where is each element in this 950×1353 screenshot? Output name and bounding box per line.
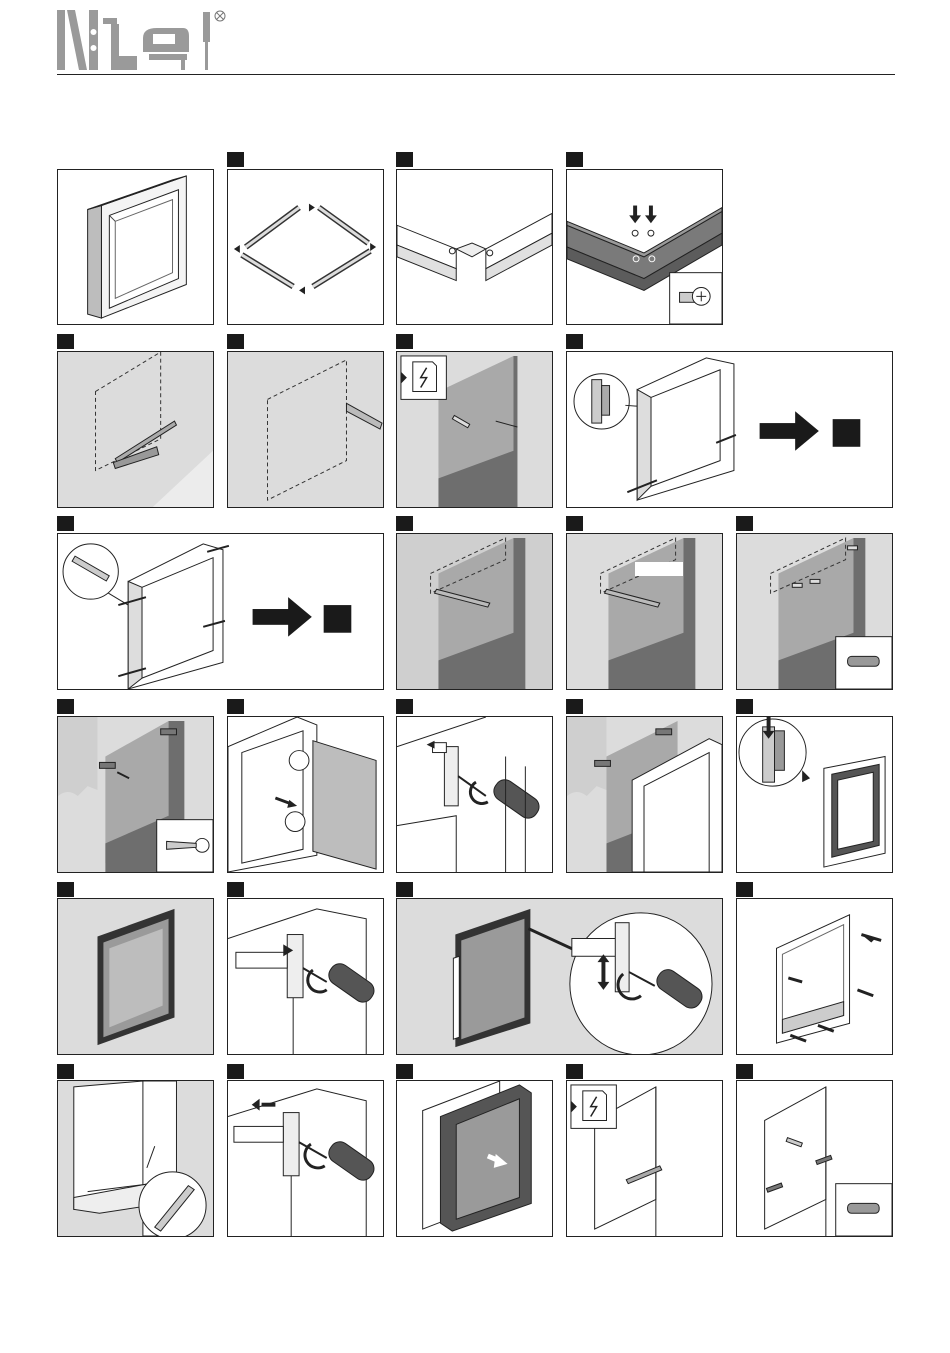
- step-shelf-support: [57, 1080, 214, 1237]
- step-marker: [396, 882, 413, 897]
- header-divider: [57, 74, 895, 75]
- step-remove-body: [396, 1080, 553, 1237]
- door-panel-icon: [313, 741, 376, 869]
- step-marker: [57, 516, 74, 531]
- step-marker: [736, 1064, 753, 1079]
- level-icon: [57, 10, 87, 70]
- go-to-step-arrow-icon: [760, 411, 861, 450]
- step-cabinet-in-wall: [57, 898, 214, 1055]
- step-attach-door: [227, 716, 384, 873]
- step-wall-plugs: [736, 533, 893, 690]
- shelf-support-icon: [139, 1172, 206, 1236]
- step-tighten-hinge: [396, 716, 553, 873]
- screw-detail-icon: [670, 273, 722, 324]
- step-push-panels: [736, 898, 893, 1055]
- electric-warning-icon: [571, 1085, 616, 1128]
- screw-down-arrows-icon: [629, 206, 657, 237]
- step-hanger-detail: [566, 351, 893, 508]
- no-tools-icon: [215, 11, 225, 21]
- step-marker: [57, 1064, 74, 1079]
- step-mark-wall: [57, 351, 214, 508]
- wall-plug-icon: [836, 637, 892, 689]
- step-marker: [566, 334, 583, 349]
- step-marker: [227, 334, 244, 349]
- step-frame-parts: [227, 169, 384, 325]
- drill-icon: [89, 10, 137, 70]
- step-hook-detail: [736, 716, 893, 873]
- step-mark-outline: [227, 351, 384, 508]
- recessed-cabinet-icon: [58, 899, 213, 1054]
- step-electrical-cutout: [396, 351, 553, 508]
- step-marker: [736, 882, 753, 897]
- step-marker: [227, 1064, 244, 1079]
- step-level-label: [566, 533, 723, 690]
- go-to-step-arrow-icon: [253, 597, 352, 636]
- spirit-level-icon: [113, 421, 176, 468]
- step-final-plugs: [736, 1080, 893, 1237]
- step-marker: [396, 699, 413, 714]
- mirror-cabinet-icon: [58, 170, 213, 324]
- corner-joint-icon: [397, 170, 552, 324]
- manual-header: [57, 8, 895, 74]
- jigsaw-icon: [143, 28, 189, 70]
- step-marker: [566, 152, 583, 167]
- step-marker: [227, 882, 244, 897]
- step-marker: [566, 699, 583, 714]
- step-final-hinge: [227, 1080, 384, 1237]
- step-wall-screws: [57, 716, 214, 873]
- step-frame-corner: [396, 169, 553, 325]
- step-marker: [566, 1064, 583, 1079]
- step-mount-body: [566, 716, 723, 873]
- screwdriver-icon: [203, 12, 210, 70]
- step-level-frame: [396, 533, 553, 690]
- step-marker: [57, 882, 74, 897]
- frame-rails-icon: [228, 170, 383, 324]
- pin-detail-icon: [63, 544, 128, 605]
- step-adjust-hinge: [227, 898, 384, 1055]
- step-marker: [57, 334, 74, 349]
- step-marker: [396, 334, 413, 349]
- step-adjust-height: [396, 898, 723, 1055]
- step-pin-detail: [57, 533, 384, 690]
- step-marker: [566, 516, 583, 531]
- saw-icon: [346, 403, 382, 429]
- step-marker: [736, 699, 753, 714]
- step-marker: [227, 152, 244, 167]
- step-overview: [57, 169, 214, 325]
- wood-screw-icon: [157, 820, 213, 872]
- step-frame-screws: [566, 169, 723, 325]
- hook-detail-icon: [739, 717, 806, 786]
- step-marker: [736, 516, 753, 531]
- tool-logo: [57, 8, 227, 72]
- blank-label: [635, 562, 683, 576]
- wall-plug-icon: [836, 1184, 892, 1236]
- step-marker: [227, 699, 244, 714]
- step-electrical-check: [566, 1080, 723, 1237]
- step-marker: [396, 516, 413, 531]
- step-marker: [396, 1064, 413, 1079]
- step-marker: [396, 152, 413, 167]
- electric-warning-icon: [401, 356, 446, 399]
- step-marker: [57, 699, 74, 714]
